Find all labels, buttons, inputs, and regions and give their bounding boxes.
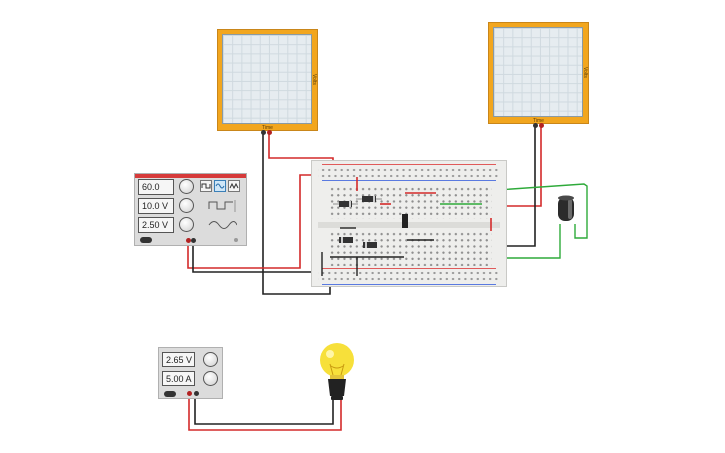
amplitude-display: 10.0 V (138, 198, 174, 214)
diode-3[interactable] (339, 237, 353, 243)
power-supply-power-switch[interactable] (164, 391, 176, 397)
oscilloscope-2-screen (493, 27, 583, 117)
diode-1[interactable] (339, 201, 352, 207)
amplitude-wave-graphic (208, 200, 236, 212)
wire-scope2-red[interactable] (497, 126, 542, 207)
rail-line-top-blue (322, 180, 496, 181)
function-generator-terminal-positive[interactable] (186, 238, 191, 243)
terminal-strip-bottom[interactable] (328, 230, 492, 266)
diode-4[interactable] (363, 242, 377, 248)
light-bulb[interactable] (317, 342, 359, 404)
frequency-knob[interactable] (179, 179, 194, 194)
electrolytic-capacitor[interactable] (556, 195, 580, 227)
center-channel (318, 222, 500, 228)
oscilloscope-1-terminal-negative[interactable] (261, 130, 266, 135)
power-supply-terminal-negative[interactable] (194, 391, 199, 396)
function-generator-power-switch[interactable] (140, 237, 152, 243)
current-knob[interactable] (203, 371, 218, 386)
voltage-knob[interactable] (203, 352, 218, 367)
sine-wave-icon[interactable] (214, 180, 226, 192)
square-wave-icon[interactable] (200, 180, 212, 192)
oscilloscope-2-time-label: Time (533, 118, 544, 124)
breadboard[interactable] (311, 160, 507, 287)
wire-psu-red[interactable] (188, 396, 342, 431)
offset-knob[interactable] (179, 217, 194, 232)
wire-capacitor-green-top[interactable] (496, 183, 588, 239)
function-generator-top-stripe (135, 174, 246, 178)
offset-display: 2.50 V (138, 217, 174, 233)
oscilloscope-1-terminal-positive[interactable] (267, 130, 272, 135)
oscilloscope-2-terminal-negative[interactable] (533, 123, 538, 128)
power-supply-terminal-positive[interactable] (187, 391, 192, 396)
triangle-wave-icon[interactable] (228, 180, 240, 192)
wire-psu-black[interactable] (194, 396, 334, 425)
wire-fgen-red[interactable] (187, 174, 322, 269)
capacitor-small[interactable] (402, 214, 408, 228)
oscilloscope-1-time-label: Time (262, 125, 273, 131)
offset-wave-graphic (208, 221, 237, 229)
function-generator-terminal-negative[interactable] (191, 238, 196, 243)
oscilloscope-2[interactable]: Volts Time (488, 22, 589, 124)
power-supply[interactable]: 2.65 V 5.00 A (158, 347, 223, 399)
rail-line-bottom-blue (322, 284, 496, 285)
terminal-strip-top[interactable] (328, 185, 492, 219)
rail-line-top-red (322, 164, 496, 165)
power-rail-bottom[interactable] (318, 270, 500, 282)
diode-2[interactable] (362, 196, 376, 202)
function-generator-terminal-ground[interactable] (234, 238, 238, 242)
oscilloscope-2-terminal-positive[interactable] (539, 123, 544, 128)
voltage-display: 2.65 V (162, 352, 195, 367)
current-display: 5.00 A (162, 371, 195, 386)
power-rail-top[interactable] (318, 167, 500, 179)
function-generator[interactable]: 60.0 Hz 10.0 V 2.50 V (134, 173, 247, 246)
rail-line-bottom-red (322, 268, 496, 269)
amplitude-knob[interactable] (179, 198, 194, 213)
oscilloscope-1-screen (222, 34, 312, 124)
